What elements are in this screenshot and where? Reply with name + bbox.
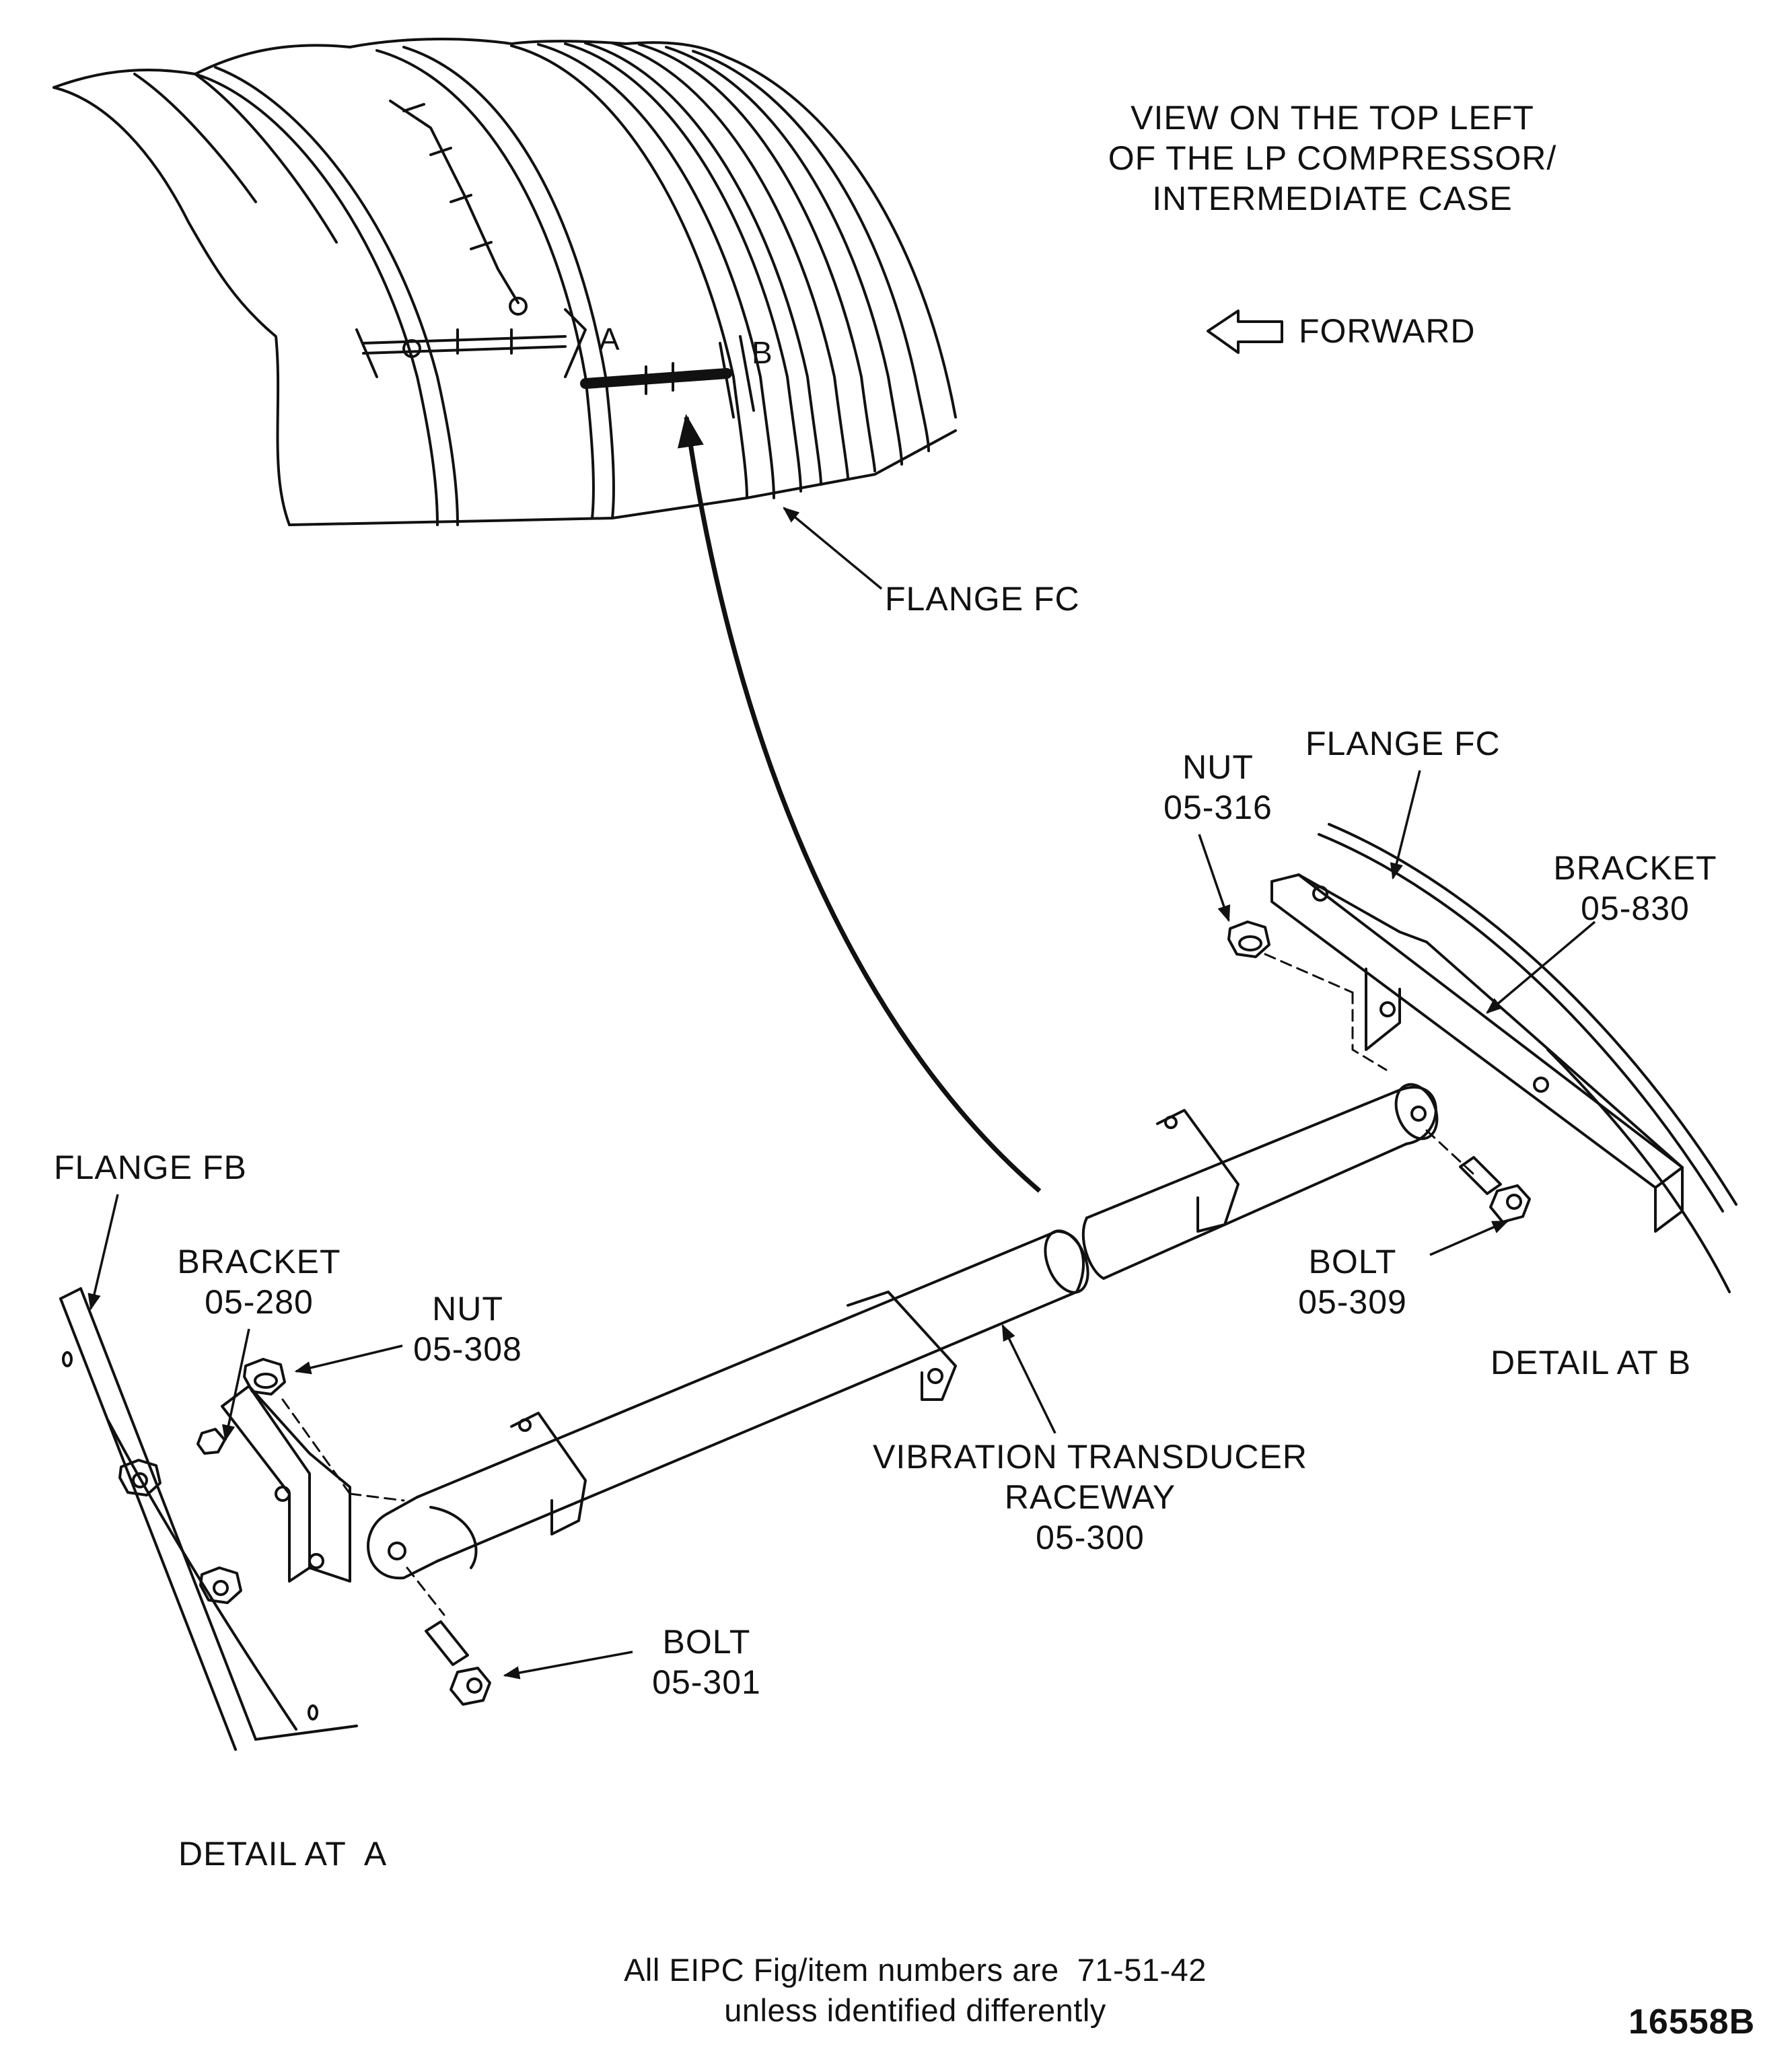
raceway-number: 05-300 (1036, 1519, 1145, 1556)
nut-308-number: 05-308 (413, 1330, 522, 1368)
nut-316-label: NUT 05-316 (1104, 747, 1332, 828)
bolt-301-label: BOLT 05-301 (619, 1622, 794, 1702)
engine-case-view (52, 38, 957, 526)
forward-arrow-icon (1207, 310, 1283, 354)
footnote-line-2: unless identified differently (724, 1992, 1106, 2028)
detail-a-label: DETAIL AT A (178, 1835, 388, 1873)
bracket-280-number: 05-280 (205, 1283, 314, 1321)
raceway-label: VIBRATION TRANSDUCER RACEWAY 05-300 (834, 1437, 1346, 1558)
bracket-280-label: BRACKET 05-280 (148, 1241, 370, 1322)
nut-316-number: 05-316 (1163, 789, 1273, 826)
detail-b-label: DETAIL AT B (1491, 1344, 1692, 1381)
bolt-309-name: BOLT (1308, 1243, 1397, 1280)
bolt-309-number: 05-309 (1298, 1283, 1407, 1321)
bracket-280-name: BRACKET (177, 1243, 341, 1280)
location-arrow (677, 414, 1042, 1193)
nut-308-label: NUT 05-308 (363, 1289, 572, 1369)
nut-316-name: NUT (1182, 748, 1254, 786)
raceway-drawing (59, 1229, 1089, 1751)
flange-fc-label-top: FLANGE FC (885, 580, 1080, 618)
footnote: All EIPC Fig/item numbers are 71-51-42 u… (511, 1950, 1319, 2031)
flange-fb-label: FLANGE FB (54, 1149, 247, 1186)
figure-number: 16558B (1628, 2002, 1756, 2041)
view-title-line-1: VIEW ON THE TOP LEFT (1131, 99, 1534, 137)
flange-fc-leader (783, 507, 883, 590)
callout-b: B (752, 335, 773, 370)
forward-label: FORWARD (1299, 312, 1476, 350)
view-title-line-3: INTERMEDIATE CASE (1152, 180, 1513, 217)
nut-308-name: NUT (432, 1290, 503, 1328)
bracket-830-label: BRACKET 05-830 (1507, 848, 1763, 929)
callout-a: A (599, 322, 620, 357)
bracket-830-number: 05-830 (1581, 890, 1690, 927)
bolt-301-number: 05-301 (652, 1663, 761, 1701)
bracket-830-name: BRACKET (1553, 849, 1717, 887)
bolt-301-name: BOLT (662, 1623, 751, 1661)
detail-b-drawing (1081, 823, 1737, 1293)
bolt-309-label: BOLT 05-309 (1265, 1241, 1440, 1322)
raceway-name-line-1: VIBRATION TRANSDUCER (872, 1438, 1307, 1476)
view-title: VIEW ON THE TOP LEFT OF THE LP COMPRESSO… (1097, 98, 1568, 219)
footnote-line-1: All EIPC Fig/item numbers are 71-51-42 (624, 1952, 1207, 1988)
flange-fc-label-detail: FLANGE FC (1305, 725, 1501, 762)
view-title-line-2: OF THE LP COMPRESSOR/ (1108, 139, 1557, 177)
leader-lines (87, 770, 1596, 1679)
raceway-name-line-2: RACEWAY (1004, 1478, 1176, 1516)
